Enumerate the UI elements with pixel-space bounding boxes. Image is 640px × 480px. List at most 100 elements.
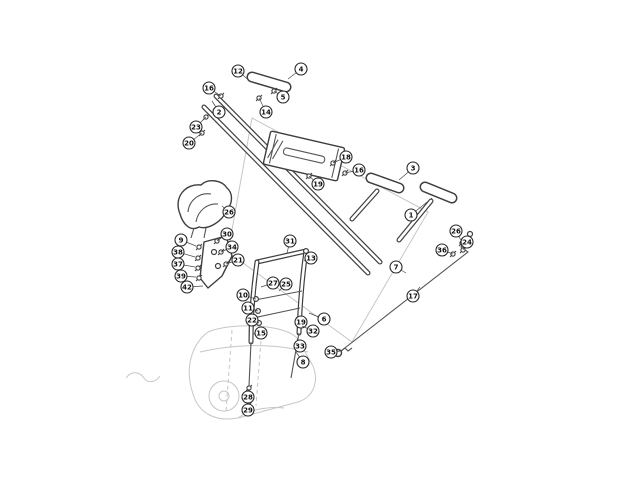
bolt-glyph	[194, 254, 202, 262]
callout-circle	[406, 161, 420, 175]
callout-20: 20	[182, 132, 203, 150]
callout-circle	[225, 240, 239, 254]
callout-10: 10	[236, 288, 257, 302]
frame-cross-brace-upper	[254, 290, 303, 301]
callout-label: 22	[247, 317, 257, 325]
callout-circle	[220, 227, 234, 241]
callout-14: 14	[258, 97, 273, 119]
callout-circle	[279, 277, 293, 291]
grip-lower-inner	[421, 183, 456, 202]
callout-circle	[294, 315, 308, 329]
grip-lower-stub-inner	[397, 199, 433, 242]
deflector-flange	[190, 227, 207, 239]
callout-circle	[296, 355, 310, 369]
callout-42: 42	[180, 280, 204, 294]
callout-circle	[231, 64, 245, 78]
callout-label: 38	[173, 249, 183, 257]
callout-circle	[174, 233, 188, 247]
frame-bolt-4	[303, 248, 310, 255]
callout-circle	[352, 163, 366, 177]
callout-circle	[389, 260, 403, 274]
callout-26: 26	[221, 205, 236, 219]
callout-circle	[293, 339, 307, 353]
bracket-hole-2	[214, 262, 222, 270]
bracket-hole-1	[210, 248, 218, 256]
frame-left-extension	[248, 341, 252, 387]
frame-cross-brace-lower	[252, 307, 301, 319]
callout-circle	[294, 62, 308, 76]
callout-label: 24	[462, 239, 472, 247]
callout-label: 16	[354, 167, 364, 175]
callout-label: 42	[182, 284, 192, 292]
callout-circle	[231, 253, 245, 267]
callout-6: 6	[308, 312, 331, 326]
callout-label: 2	[217, 109, 222, 117]
callout-label: 26	[224, 209, 234, 217]
chute-deflector	[177, 180, 233, 239]
frame-right-extension	[290, 332, 300, 379]
callout-circle	[241, 301, 255, 315]
housing-body	[188, 325, 316, 420]
callout-circle	[245, 313, 259, 327]
callout-35: 35	[324, 345, 342, 359]
callout-label: 17	[408, 293, 418, 301]
callout-circle	[317, 312, 331, 326]
callout-label: 9	[179, 237, 184, 245]
callout-label: 25	[281, 281, 291, 289]
frame-left-rail-inner	[249, 260, 259, 344]
callout-2: 2	[211, 100, 226, 119]
callout-circle	[182, 136, 196, 150]
callout-circle	[283, 234, 297, 248]
callout-label: 7	[394, 264, 399, 272]
callout-label: 6	[322, 316, 327, 324]
grip-left-inner	[248, 73, 290, 91]
wheel-outline	[208, 380, 240, 412]
callout-label: 19	[313, 181, 323, 189]
callout-circle	[212, 105, 226, 119]
callout-label: 26	[451, 228, 461, 236]
callout-21: 21	[225, 253, 245, 267]
callout-label: 39	[176, 273, 186, 281]
callout-label: 34	[227, 244, 237, 252]
callout-label: 20	[184, 140, 194, 148]
callout-label: 36	[437, 247, 447, 255]
crank-rod-shaft	[340, 233, 471, 352]
callout-label: 32	[308, 328, 318, 336]
scan-artifact	[125, 372, 161, 383]
callout-circle	[174, 269, 188, 283]
callout-label: 28	[243, 394, 253, 402]
callout-12: 12	[231, 64, 252, 83]
rod-spring	[340, 347, 353, 352]
housing-base-line	[237, 407, 285, 419]
callout-circle	[306, 324, 320, 338]
callout-16: 16	[344, 163, 366, 177]
callout-16: 16	[202, 81, 222, 97]
callout-28: 28	[241, 388, 255, 404]
callout-label: 3	[411, 165, 416, 173]
callout-23: 23	[189, 116, 207, 134]
callout-label: 1	[409, 212, 414, 220]
callout-label: 23	[191, 124, 201, 132]
panel-hatch-1	[267, 139, 279, 159]
callout-7: 7	[389, 260, 407, 274]
callout-label: 21	[233, 257, 243, 265]
callout-39: 39	[174, 269, 197, 283]
callout-19: 19	[294, 315, 308, 329]
callout-9: 9	[174, 233, 197, 247]
callout-circle	[460, 235, 474, 249]
callout-22: 22	[245, 313, 260, 327]
deflector-rib-1	[187, 193, 212, 213]
callout-label: 35	[326, 349, 336, 357]
callout-26: 26	[449, 224, 463, 243]
housing-detail-line-2	[255, 326, 263, 407]
callout-8: 8	[295, 351, 310, 369]
callout-circle	[171, 257, 185, 271]
callout-4: 4	[287, 62, 308, 80]
callout-36: 36	[435, 243, 454, 257]
callout-32: 32	[301, 324, 320, 338]
callout-34: 34	[220, 240, 239, 254]
callout-label: 15	[256, 330, 266, 338]
callout-1: 1	[404, 197, 433, 222]
callout-label: 11	[243, 305, 253, 313]
